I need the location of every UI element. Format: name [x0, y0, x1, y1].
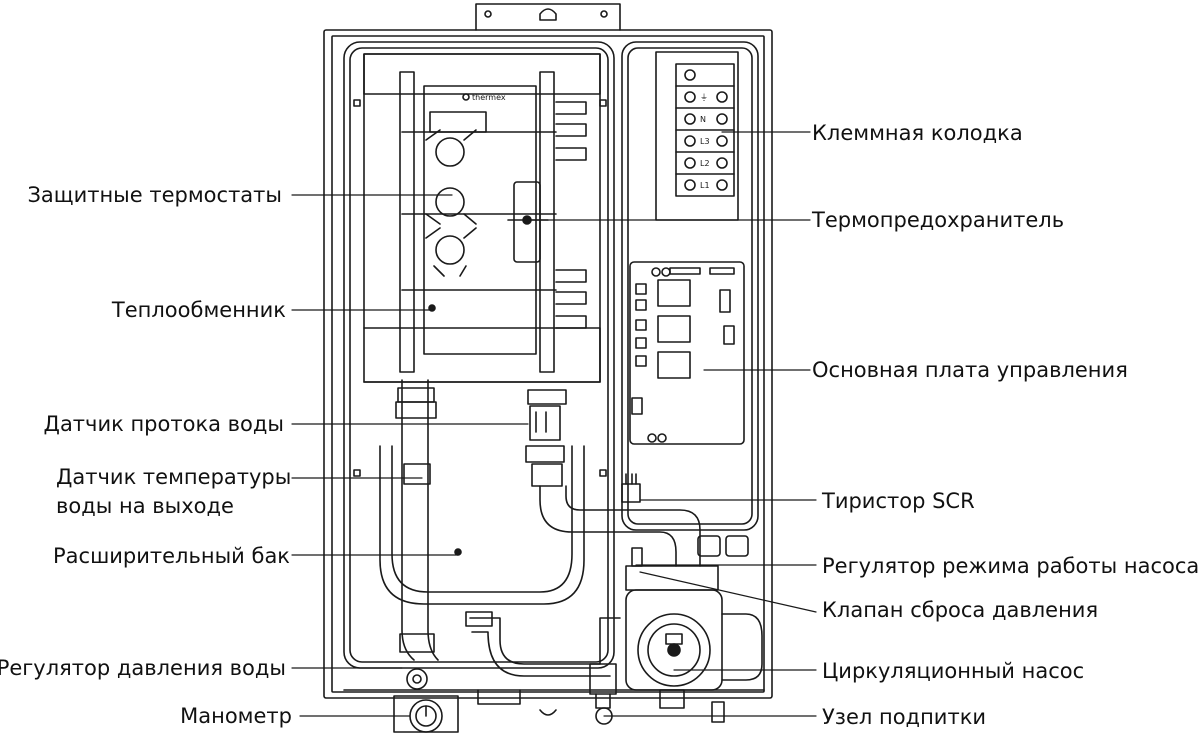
label-protective-thermostats: Защитные термостаты [27, 183, 282, 207]
bottom-fittings [477, 689, 725, 723]
outlet-pipe [539, 485, 701, 567]
brand-mark: thermex [472, 93, 506, 102]
thermal-fuse [507, 181, 549, 263]
label-pressure-relief-valve: Клапан сброса давления [822, 598, 1099, 622]
label-circulation-pump: Циркуляционный насос [822, 659, 1085, 683]
terminal-mark-l2: L2 [700, 159, 710, 168]
label-makeup-unit: Узел подпитки [822, 705, 987, 729]
label-water-pressure-regulator: Регулятор давления воды [0, 656, 286, 680]
makeup-unit [589, 663, 617, 725]
label-pump-mode-regulator: Регулятор режима работы насоса [822, 554, 1200, 578]
heat-exchanger [363, 53, 601, 383]
label-terminal-block: Клеммная колодка [812, 121, 1023, 145]
terminal-mark-l3: L3 [700, 137, 710, 146]
main-control-board [629, 261, 745, 445]
terminal-mark-l1: L1 [700, 181, 710, 190]
label-outlet-temp-sensor: Датчик температуры воды на выходе [56, 465, 292, 518]
terminal-mark-ground: ⏚ [700, 93, 708, 102]
label-scr-thyristor: Тиристор SCR [822, 489, 975, 513]
label-expansion-tank: Расширительный бак [52, 544, 290, 568]
flow-sensor [525, 389, 567, 487]
terminal-mark-n: N [700, 115, 706, 124]
inlet-pipe [395, 379, 439, 690]
manometer [393, 695, 459, 733]
return-pipe [465, 611, 621, 677]
leader-lines [291, 131, 817, 717]
circulation-pump [625, 565, 763, 691]
label-heat-exchanger: Теплообменник [111, 298, 286, 322]
scr-thyristor [621, 473, 641, 503]
label-thermal-fuse: Термопредохранитель [812, 208, 1065, 232]
label-manometer: Манометр [180, 704, 292, 728]
expansion-tank [379, 445, 585, 605]
mounting-bracket [475, 3, 621, 31]
protective-thermostats [425, 111, 487, 277]
label-flow-sensor: Датчик протока воды [43, 412, 284, 436]
label-main-control-board: Основная плата управления [812, 358, 1128, 382]
terminal-block [655, 51, 739, 221]
pump-mode-regulator [631, 535, 749, 567]
